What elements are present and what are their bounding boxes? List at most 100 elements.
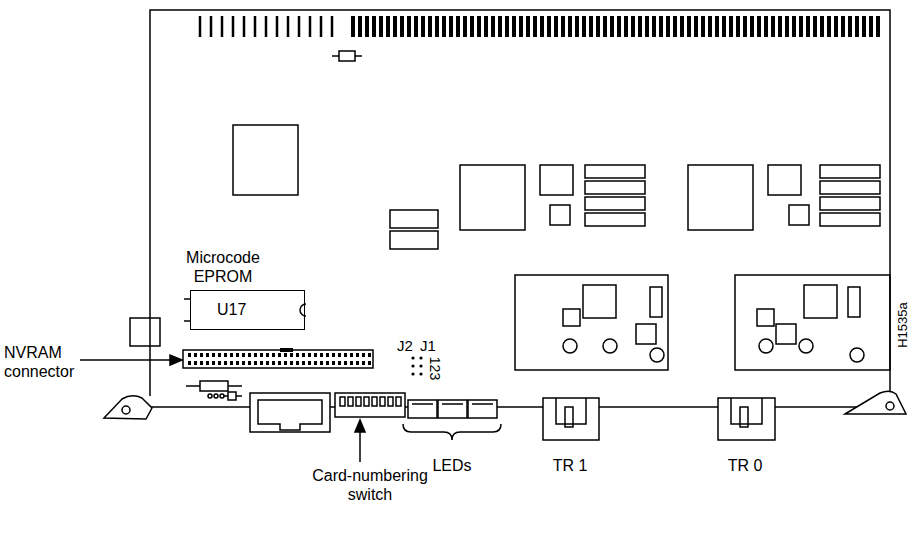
pin xyxy=(554,16,558,37)
pin xyxy=(242,353,245,357)
pin xyxy=(617,16,621,37)
figure-id: H1535a xyxy=(895,300,911,350)
pin xyxy=(314,361,317,365)
pin xyxy=(212,353,215,357)
chip xyxy=(688,165,753,230)
chip xyxy=(550,205,570,225)
pin xyxy=(276,16,279,37)
pin xyxy=(708,16,712,37)
pin xyxy=(308,361,311,365)
callout-label: NVRAM connector xyxy=(4,343,82,381)
pin xyxy=(290,353,293,357)
pin xyxy=(210,16,213,37)
card-numbering-switch xyxy=(335,393,405,417)
pin xyxy=(449,16,453,37)
pin xyxy=(855,16,859,37)
pin xyxy=(645,16,649,37)
pin xyxy=(680,16,684,37)
chip xyxy=(789,205,809,225)
token-ring-port xyxy=(543,398,599,440)
pin xyxy=(350,361,353,365)
switch-toggle xyxy=(388,397,393,406)
pin xyxy=(652,16,656,37)
pin xyxy=(338,361,341,365)
pin xyxy=(372,16,376,37)
arrowhead xyxy=(355,420,365,432)
jumper-pins xyxy=(411,356,422,375)
memory-chip xyxy=(585,213,645,226)
pin xyxy=(320,16,323,37)
pin xyxy=(266,361,269,365)
pin xyxy=(834,16,838,37)
daughter-module xyxy=(515,275,668,370)
pin xyxy=(813,16,817,37)
pin xyxy=(694,16,698,37)
pin xyxy=(260,361,263,365)
pin xyxy=(320,361,323,365)
resistor-symbol xyxy=(332,51,362,61)
pin xyxy=(232,16,235,37)
pin xyxy=(242,361,245,365)
switch-toggle xyxy=(348,397,353,406)
pin xyxy=(194,353,197,357)
pin xyxy=(194,361,197,365)
pin xyxy=(272,353,275,357)
token-ring-port xyxy=(718,398,775,440)
pin xyxy=(218,361,221,365)
jumper-label: J2 xyxy=(397,337,413,355)
pin xyxy=(428,16,432,37)
pin xyxy=(400,16,404,37)
pin xyxy=(188,353,191,357)
pin xyxy=(729,16,733,37)
pin xyxy=(278,353,281,357)
ejector-lever xyxy=(104,396,152,419)
pin xyxy=(526,16,530,37)
pin xyxy=(284,353,287,357)
pin xyxy=(236,361,239,365)
pin xyxy=(296,361,299,365)
pin xyxy=(200,353,203,357)
pin xyxy=(505,16,509,37)
pin xyxy=(344,361,347,365)
pin xyxy=(326,353,329,357)
ejector-lever xyxy=(845,391,906,414)
pin xyxy=(254,353,257,357)
nvram-connector xyxy=(183,350,373,368)
switch-toggle xyxy=(340,397,345,406)
pin xyxy=(575,16,579,37)
pin xyxy=(362,353,365,357)
pin xyxy=(407,16,411,37)
pin xyxy=(715,16,719,37)
pin xyxy=(356,353,359,357)
pin xyxy=(206,353,209,357)
pin xyxy=(827,16,831,37)
memory-chip xyxy=(585,181,645,194)
ejector-pivot xyxy=(122,406,130,414)
pin xyxy=(332,361,335,365)
jumper-label: J1 xyxy=(420,337,436,355)
pin xyxy=(533,16,537,37)
switch-toggle xyxy=(372,397,377,406)
pin xyxy=(442,16,446,37)
pin xyxy=(582,16,586,37)
chip xyxy=(768,165,801,195)
pin xyxy=(659,16,663,37)
pin xyxy=(326,361,329,365)
pin xyxy=(365,16,369,37)
pin xyxy=(206,361,209,365)
pin xyxy=(589,16,593,37)
eprom-chip: Microcode EPROMU17 xyxy=(190,290,305,330)
pin xyxy=(666,16,670,37)
pin xyxy=(771,16,775,37)
chip-notch xyxy=(294,303,306,317)
pin xyxy=(320,353,323,357)
pin xyxy=(351,16,355,37)
pin xyxy=(477,16,481,37)
pin xyxy=(358,16,362,37)
pin xyxy=(356,361,359,365)
pin xyxy=(224,353,227,357)
resistor-symbol xyxy=(186,381,242,391)
pin xyxy=(596,16,600,37)
pin xyxy=(568,16,572,37)
pin xyxy=(260,353,263,357)
